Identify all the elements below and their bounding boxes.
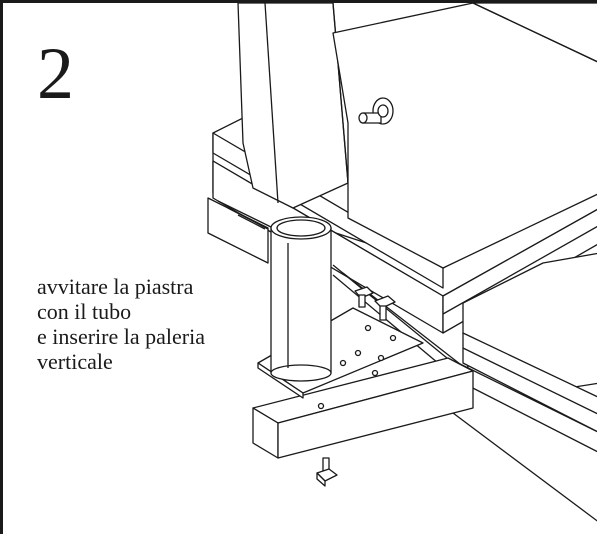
bolt-icon — [374, 295, 396, 321]
caption-line: e inserire la paleria — [37, 324, 205, 349]
instruction-caption: avvitare la piastra con il tubo e inseri… — [37, 274, 257, 374]
upper-deck — [332, 3, 597, 269]
bolt-icon — [354, 286, 374, 308]
lower-right-board — [452, 252, 597, 522]
rear-beam — [207, 197, 272, 264]
caption-line: verticale — [37, 349, 113, 374]
knob-icon — [358, 97, 394, 125]
caption-line: avvitare la piastra — [37, 274, 194, 299]
caption-line: con il tubo — [37, 299, 132, 324]
vertical-post — [237, 3, 349, 209]
assembly-illustration — [207, 3, 597, 522]
step-number: 2 — [37, 33, 74, 115]
front-beam — [252, 357, 474, 459]
loose-bolt-icon — [316, 457, 338, 487]
beam-hole — [317, 402, 325, 410]
tube — [270, 216, 332, 382]
